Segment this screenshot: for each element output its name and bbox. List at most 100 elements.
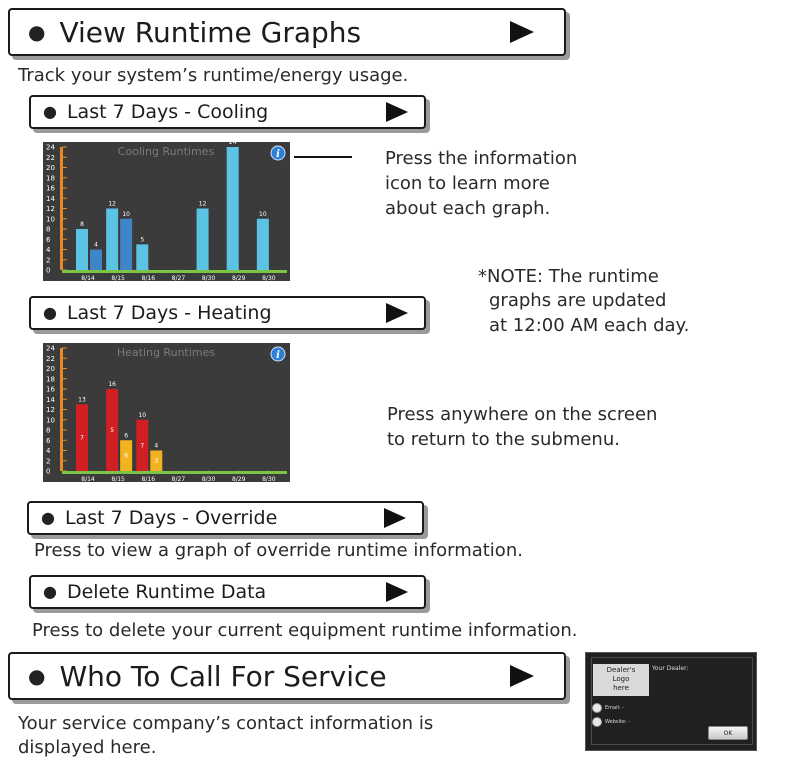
y-tick-label: 6 bbox=[46, 437, 51, 445]
website-label: Website: - bbox=[605, 719, 631, 725]
bar bbox=[196, 208, 209, 270]
y-tick-label: 6 bbox=[46, 236, 51, 244]
info-icon-glyph: i bbox=[276, 350, 280, 361]
website-icon bbox=[592, 717, 602, 727]
x-tick-label: 8/29 bbox=[232, 275, 246, 281]
who-to-call-for-service-button[interactable]: ● Who To Call For Service bbox=[8, 652, 566, 700]
x-axis-line bbox=[62, 270, 287, 273]
note-line-1: *NOTE: The runtime bbox=[478, 266, 659, 287]
dealer-label: Your Dealer: bbox=[652, 665, 689, 672]
bullet-icon: ● bbox=[43, 582, 57, 601]
bar-value-label: 24 bbox=[229, 142, 237, 146]
heating-button-label: Last 7 Days - Heating bbox=[66, 302, 272, 324]
bar-value-label: 12 bbox=[199, 201, 207, 208]
y-tick-label: 16 bbox=[46, 185, 55, 193]
y-tick-label: 12 bbox=[46, 205, 55, 213]
bar bbox=[106, 389, 119, 471]
bar-inner-label: 3 bbox=[154, 458, 158, 465]
bar-value-label: 10 bbox=[259, 211, 267, 218]
last-7-days-heating-button[interactable]: ● Last 7 Days - Heating bbox=[29, 296, 426, 330]
override-description: Press to view a graph of override runtim… bbox=[34, 540, 523, 561]
x-tick-label: 8/30 bbox=[202, 476, 216, 482]
bar-inner-label: 5 bbox=[110, 427, 114, 434]
x-tick-label: 8/29 bbox=[232, 476, 246, 482]
bullet-icon: ● bbox=[28, 20, 46, 44]
y-tick-label: 10 bbox=[46, 416, 55, 424]
arrow-right-icon bbox=[510, 665, 534, 687]
view-runtime-graphs-button[interactable]: ● View Runtime Graphs bbox=[8, 8, 566, 56]
bullet-icon: ● bbox=[43, 102, 57, 121]
bar-value-label: 10 bbox=[138, 412, 146, 419]
arrow-right-icon bbox=[386, 303, 408, 323]
email-label: Email: - bbox=[605, 705, 624, 711]
bar bbox=[226, 147, 239, 270]
y-tick-label: 4 bbox=[46, 246, 51, 254]
runtime-description: Track your system’s runtime/energy usage… bbox=[18, 65, 409, 86]
x-tick-label: 8/27 bbox=[172, 275, 186, 281]
y-tick-label: 0 bbox=[46, 468, 50, 476]
bar-value-label: 10 bbox=[122, 211, 130, 218]
service-description-line-2: displayed here. bbox=[18, 737, 157, 758]
bar-value-label: 6 bbox=[124, 432, 128, 439]
service-contact-screen: Dealer's Logo here Your Dealer: Email: -… bbox=[585, 652, 757, 751]
arrow-right-icon bbox=[384, 508, 406, 528]
service-button-label: Who To Call For Service bbox=[59, 659, 387, 693]
bar bbox=[150, 450, 163, 471]
x-tick-label: 8/15 bbox=[111, 275, 125, 281]
bar-value-label: 12 bbox=[108, 201, 116, 208]
y-tick-label: 0 bbox=[46, 267, 50, 275]
x-tick-label: 8/14 bbox=[81, 476, 95, 482]
bar-value-label: 16 bbox=[108, 381, 116, 388]
x-tick-label: 8/30 bbox=[262, 275, 276, 281]
y-axis-line bbox=[60, 348, 63, 471]
dealer-logo-placeholder: Dealer's Logo here bbox=[593, 664, 649, 696]
y-tick-label: 2 bbox=[46, 256, 50, 264]
bar bbox=[90, 249, 102, 270]
last-7-days-override-button[interactable]: ● Last 7 Days - Override bbox=[27, 501, 424, 535]
chart-title: Cooling Runtimes bbox=[118, 145, 215, 158]
y-tick-label: 14 bbox=[46, 396, 55, 404]
y-tick-label: 24 bbox=[46, 144, 55, 152]
y-tick-label: 4 bbox=[46, 447, 51, 455]
last-7-days-cooling-button[interactable]: ● Last 7 Days - Cooling bbox=[29, 95, 426, 129]
y-tick-label: 14 bbox=[46, 195, 55, 203]
service-description-line-1: Your service company’s contact informati… bbox=[18, 713, 434, 734]
ok-button[interactable]: OK bbox=[708, 726, 748, 740]
y-tick-label: 20 bbox=[46, 365, 55, 373]
x-tick-label: 8/14 bbox=[81, 275, 95, 281]
y-axis-line bbox=[60, 147, 63, 270]
bar bbox=[106, 208, 119, 270]
info-icon bbox=[270, 346, 286, 362]
bar-value-label: 4 bbox=[154, 443, 158, 450]
y-tick-label: 18 bbox=[46, 174, 55, 182]
info-text-line-2: icon to learn more bbox=[385, 173, 550, 194]
y-tick-label: 8 bbox=[46, 226, 50, 234]
bar-value-label: 13 bbox=[78, 396, 86, 403]
bar-inner-label: 6 bbox=[124, 453, 128, 460]
info-text-line-3: about each graph. bbox=[385, 198, 551, 219]
arrow-right-icon bbox=[386, 102, 408, 122]
bullet-icon: ● bbox=[41, 508, 55, 527]
override-button-label: Last 7 Days - Override bbox=[64, 507, 278, 529]
y-tick-label: 18 bbox=[46, 375, 55, 383]
bullet-icon: ● bbox=[28, 664, 46, 688]
delete-runtime-data-button[interactable]: ● Delete Runtime Data bbox=[29, 575, 426, 609]
bar-inner-label: 7 bbox=[80, 435, 84, 442]
x-tick-label: 8/16 bbox=[142, 275, 156, 281]
bar bbox=[76, 404, 88, 471]
note-line-3: at 12:00 AM each day. bbox=[489, 315, 690, 336]
x-tick-label: 8/15 bbox=[111, 476, 125, 482]
bar bbox=[136, 419, 149, 471]
x-tick-label: 8/16 bbox=[142, 476, 156, 482]
email-icon bbox=[592, 703, 602, 713]
x-tick-label: 8/30 bbox=[262, 476, 276, 482]
bar bbox=[120, 218, 133, 270]
return-text-line-2: to return to the submenu. bbox=[387, 429, 620, 450]
y-tick-label: 2 bbox=[46, 457, 50, 465]
y-tick-label: 22 bbox=[46, 154, 55, 162]
y-tick-label: 16 bbox=[46, 386, 55, 394]
bar-value-label: 4 bbox=[94, 242, 98, 249]
